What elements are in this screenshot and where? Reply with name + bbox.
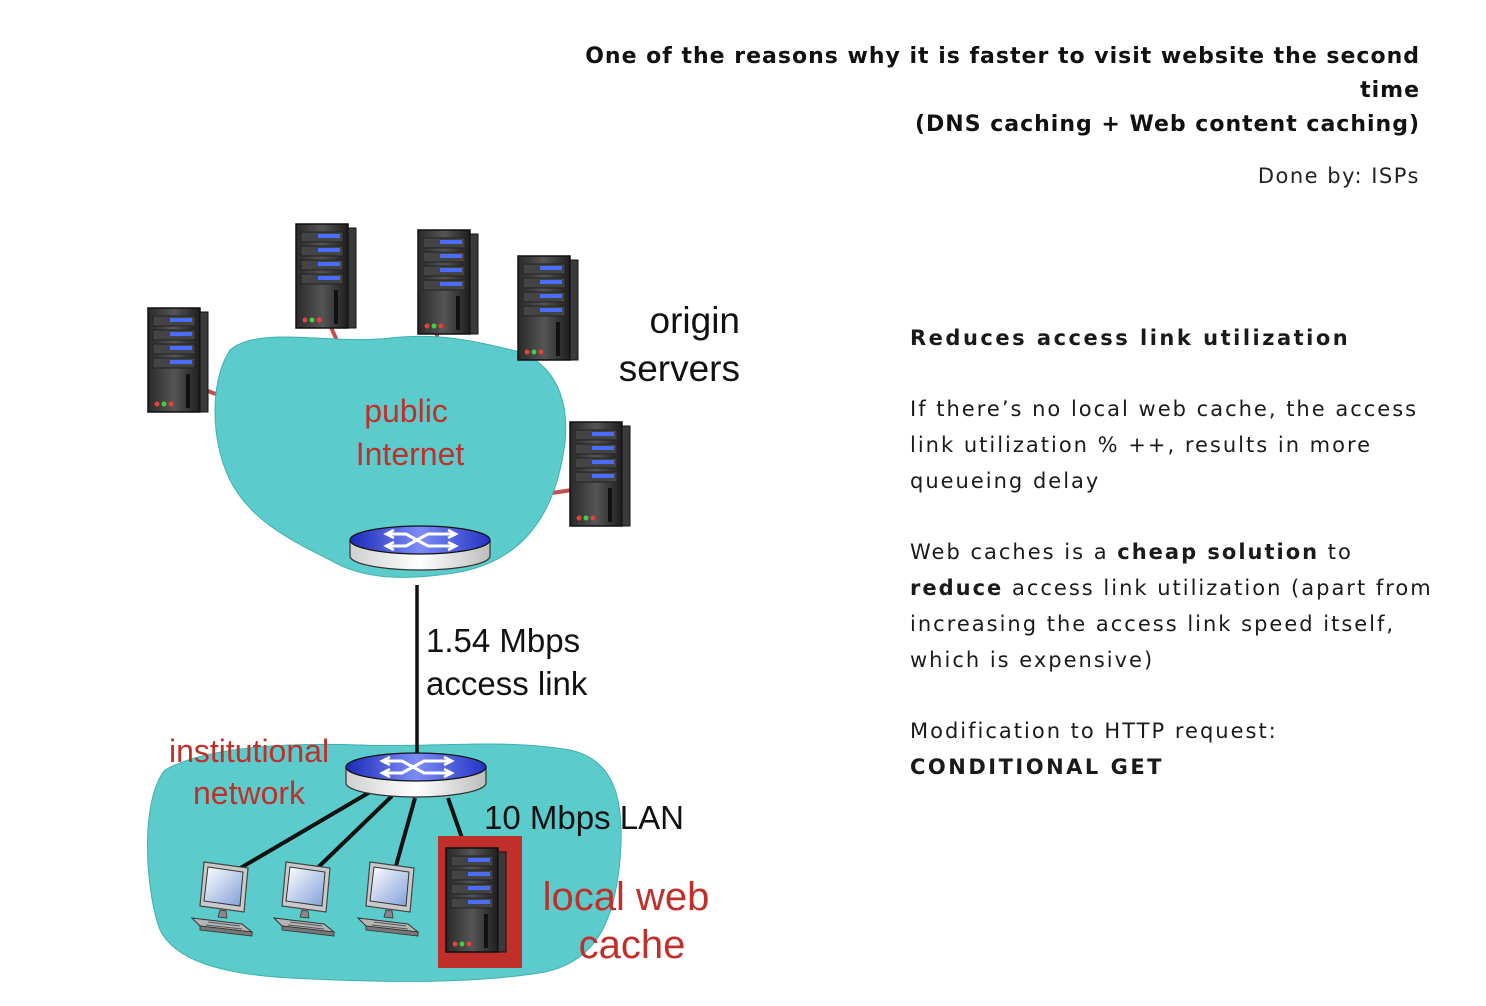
para2-text-mid: to [1319, 540, 1353, 564]
slide-header: One of the reasons why it is faster to v… [520, 40, 1420, 188]
notes-paragraph-2: Web caches is a cheap solution to reduce… [910, 534, 1440, 678]
public-internet-cloud [214, 335, 567, 578]
public-label-line-1: public [364, 393, 448, 429]
access-link-label-2: access link [426, 665, 588, 702]
institutional-router-icon [344, 751, 488, 799]
origin-server-icon [147, 307, 209, 413]
conditional-get-text: CONDITIONAL GET [910, 755, 1165, 779]
origin-label-line-2: servers [619, 348, 740, 389]
lan-label: 10 Mbps LAN [484, 799, 684, 836]
para3-text: Modification to HTTP request: [910, 719, 1278, 743]
origin-server-icon [517, 255, 579, 361]
cache-label-line-1: local web [543, 875, 710, 919]
title-line-2: (DNS caching + Web content caching) [914, 112, 1420, 137]
network-diagram: origin servers public Internet 1.54 Mbps… [147, 223, 741, 982]
para2-text-end: access link utilization (apart from incr… [910, 576, 1433, 672]
institutional-label-line-2: network [193, 775, 306, 811]
access-link-label-1: 1.54 Mbps [426, 622, 580, 659]
cheap-solution-emphasis: cheap solution [1117, 540, 1320, 564]
reduce-emphasis: reduce [910, 576, 1004, 600]
institutional-label-line-1: institutional [169, 733, 329, 769]
cache-server-icon [445, 847, 507, 953]
origin-server-icon [569, 421, 631, 527]
slide-title: One of the reasons why it is faster to v… [520, 40, 1420, 142]
done-by-text: Done by: ISPs [1257, 164, 1420, 188]
notes-paragraph-1: If there’s no local web cache, the acces… [910, 397, 1419, 493]
internet-router-icon [348, 524, 492, 572]
origin-server-icon [417, 229, 479, 335]
title-line-1: One of the reasons why it is faster to v… [585, 44, 1420, 103]
cache-label-line-2: cache [579, 923, 686, 967]
notes-panel: Reduces access link utilization If there… [910, 320, 1440, 820]
origin-label-line-1: origin [650, 300, 741, 341]
para2-text-start: Web caches is a [910, 540, 1118, 564]
notes-paragraph-3: Modification to HTTP request: CONDITIONAL… [910, 713, 1440, 785]
public-label-line-2: Internet [356, 436, 465, 472]
origin-server-icon [295, 223, 357, 329]
notes-heading: Reduces access link utilization [910, 326, 1351, 350]
